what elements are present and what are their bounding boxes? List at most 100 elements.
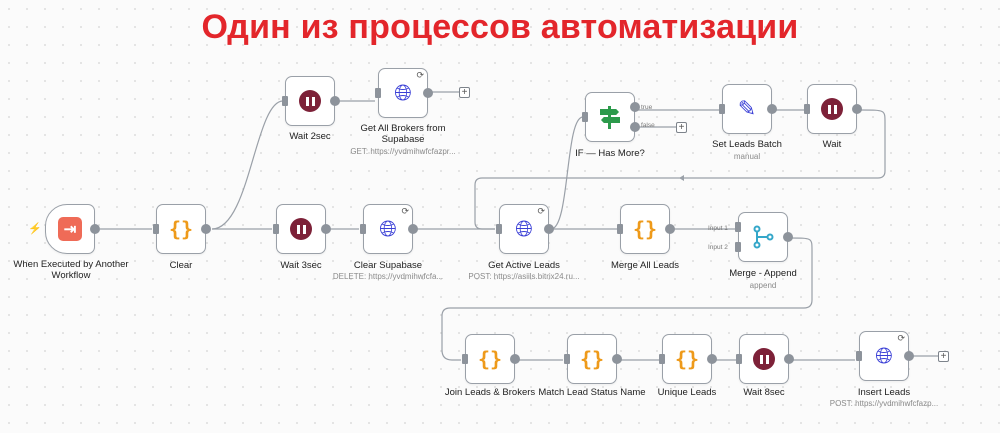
node-get-active[interactable]: 🌐︎ ⟳: [496, 204, 554, 254]
input-port[interactable]: [659, 354, 665, 364]
input-port-1[interactable]: [735, 222, 741, 233]
input-port[interactable]: [804, 104, 810, 114]
node-insert-leads[interactable]: 🌐︎ ⟳: [856, 331, 914, 381]
braces-icon: {}: [579, 347, 605, 371]
input-port[interactable]: [617, 224, 623, 234]
node-if-more-label: IF — Has More?: [575, 148, 645, 159]
node-wait2-label: Wait 2sec: [289, 131, 331, 142]
node-clear-supabase-sub: DELETE: https://yvdmihwfcfa...: [332, 272, 444, 281]
node-wait-loop-label: Wait: [822, 139, 842, 150]
output-port[interactable]: [330, 96, 340, 106]
node-match-status-label: Match Lead Status Name: [538, 387, 646, 398]
output-port[interactable]: [201, 224, 211, 234]
braces-icon: {}: [477, 347, 503, 371]
node-get-brokers[interactable]: 🌐︎ ⟳: [375, 68, 433, 118]
output-port[interactable]: [784, 354, 794, 364]
node-insert-leads-label: Insert Leads: [857, 387, 911, 398]
input-port[interactable]: [496, 224, 502, 234]
output-port[interactable]: [544, 224, 554, 234]
input-2-label: Input 2: [708, 244, 728, 251]
add-node-button[interactable]: +: [938, 351, 949, 362]
output-port[interactable]: [510, 354, 520, 364]
output-port[interactable]: [612, 354, 622, 364]
input-port[interactable]: [719, 104, 725, 114]
input-port[interactable]: [462, 354, 468, 364]
output-port-false[interactable]: [630, 121, 640, 132]
input-port[interactable]: [856, 351, 862, 361]
node-clear-label: Clear: [169, 260, 193, 271]
node-get-active-sub: POST: https://asiils.bitrix24.ru...: [468, 272, 580, 281]
branch-true-label: true: [641, 104, 653, 111]
wire-clear-wait2: [211, 100, 284, 230]
pause-icon: [299, 90, 321, 112]
node-set-batch[interactable]: ✎: [719, 84, 777, 134]
output-port[interactable]: [707, 354, 717, 364]
node-get-active-label: Get Active Leads: [488, 260, 560, 271]
add-node-button[interactable]: +: [459, 87, 470, 98]
node-wait2[interactable]: [282, 76, 340, 126]
node-if-more[interactable]: [582, 92, 640, 142]
output-port[interactable]: [904, 351, 914, 361]
node-merge-all[interactable]: {}: [617, 204, 675, 254]
exit-arrow-icon: ⇥: [58, 217, 82, 241]
refresh-icon: ⟳: [401, 206, 409, 216]
input-port[interactable]: [375, 88, 381, 98]
output-port[interactable]: [321, 224, 331, 234]
page-title: Один из процессов автоматизации: [201, 8, 799, 46]
output-port[interactable]: [90, 224, 100, 234]
wire-wait-loop-back: [474, 109, 886, 230]
node-wait3-label: Wait 3sec: [280, 260, 322, 271]
braces-icon: {}: [674, 347, 700, 371]
node-set-batch-label: Set Leads Batch: [712, 139, 782, 150]
globe-icon: 🌐︎: [394, 80, 412, 105]
node-join-brokers-label: Join Leads & Brokers: [444, 387, 536, 398]
input-port[interactable]: [564, 354, 570, 364]
pause-icon: [753, 348, 775, 370]
output-port[interactable]: [852, 104, 862, 114]
input-port[interactable]: [736, 354, 742, 364]
node-unique-leads-label: Unique Leads: [657, 387, 717, 398]
input-port[interactable]: [582, 112, 588, 122]
node-wait8-label: Wait 8sec: [743, 387, 785, 398]
pause-icon: [821, 98, 843, 120]
globe-icon: 🌐︎: [379, 216, 397, 241]
node-match-status[interactable]: {}: [564, 334, 622, 384]
output-port[interactable]: [408, 224, 418, 234]
braces-icon: {}: [168, 217, 194, 241]
node-clear-supabase[interactable]: 🌐︎ ⟳: [360, 204, 418, 254]
input-port[interactable]: [282, 96, 288, 106]
output-port[interactable]: [767, 104, 777, 114]
output-port[interactable]: [665, 224, 675, 234]
refresh-icon: ⟳: [416, 70, 424, 80]
node-trigger-label: When Executed by Another Workflow: [13, 259, 129, 281]
wire-get-active-if: [550, 116, 584, 230]
add-node-button[interactable]: +: [676, 122, 687, 133]
input-port[interactable]: [273, 224, 279, 234]
input-port[interactable]: [153, 224, 159, 234]
refresh-icon: ⟳: [897, 333, 905, 343]
node-unique-leads[interactable]: {}: [659, 334, 717, 384]
globe-icon: 🌐︎: [515, 216, 533, 241]
node-set-batch-sub: manual: [733, 152, 761, 161]
node-wait3[interactable]: [273, 204, 331, 254]
input-port[interactable]: [360, 224, 366, 234]
node-wait-loop[interactable]: [804, 84, 862, 134]
refresh-icon: ⟳: [537, 206, 545, 216]
node-merge-append-sub: append: [749, 281, 777, 290]
pencil-icon: ✎: [737, 96, 757, 121]
node-wait8[interactable]: [736, 334, 794, 384]
wire-append-join: [441, 237, 813, 361]
node-merge-all-label: Merge All Leads: [610, 260, 680, 271]
node-clear[interactable]: {}: [153, 204, 211, 254]
node-join-brokers[interactable]: {}: [462, 334, 520, 384]
output-port[interactable]: [423, 88, 433, 98]
branch-false-label: false: [641, 122, 655, 129]
input-port-2[interactable]: [735, 241, 741, 252]
node-trigger[interactable]: ⇥: [45, 204, 100, 254]
output-port-true[interactable]: [630, 102, 640, 113]
node-merge-append[interactable]: [735, 212, 793, 262]
output-port[interactable]: [783, 232, 793, 242]
node-clear-supabase-label: Clear Supabase: [353, 260, 423, 271]
